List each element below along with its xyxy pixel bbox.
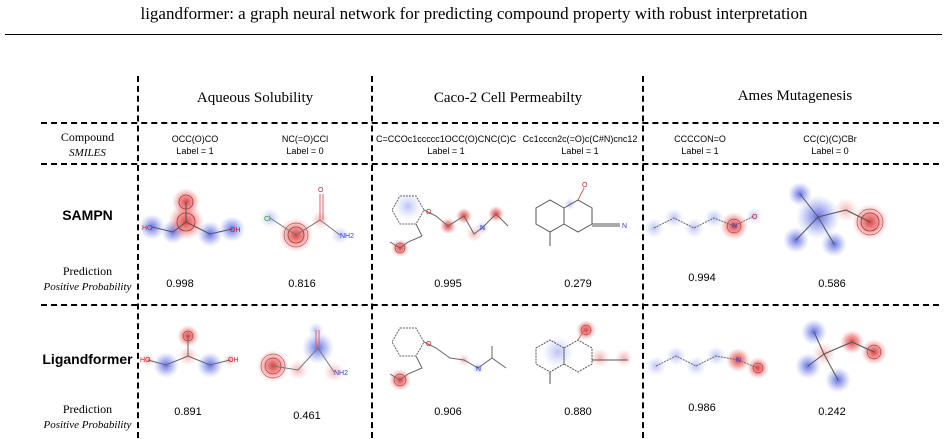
ligandformer-molecule-1-heatmap: HO OH [140,325,239,378]
column-separator-3 [642,76,644,438]
ligandformer-molecule-3-heatmap: O N [389,327,507,391]
svg-text:O: O [752,214,758,221]
column-header-ames-mutagenesis: Ames Mutagenesis [737,88,853,104]
sampn-prediction-5: 0.994 [688,272,716,284]
ligandformer-prediction-3: 0.906 [434,406,462,418]
column-header-aqueous-solubility: Aqueous Solubility [196,90,314,106]
sampn-molecule-4-heatmap: O N [535,182,627,246]
svg-text:HO: HO [142,225,153,232]
svg-text:O: O [426,209,432,216]
row-separator-1 [41,122,939,124]
sampn-prediction-1: 0.998 [166,278,194,290]
sampn-prediction-3: 0.995 [434,278,462,290]
svg-text:OH: OH [228,357,239,364]
sampn-molecule-5-heatmap: N O [644,208,762,240]
svg-text:O: O [582,182,588,189]
column-header-caco2-permeability: Caco-2 Cell Permeabilty [433,90,583,106]
ligandformer-prediction-6: 0.242 [818,406,846,418]
ligandformer-molecule-5-heatmap: N [646,346,769,379]
svg-text:N: N [480,225,485,232]
row-separator-2 [41,163,939,165]
ligandformer-prediction-2: 0.461 [293,410,321,422]
svg-text:OH: OH [230,227,241,234]
ligandformer-molecule-6-heatmap [795,319,887,393]
svg-text:Cl: Cl [264,216,271,223]
svg-text:O: O [318,187,324,194]
svg-text:NH2: NH2 [340,233,354,240]
svg-text:N: N [736,357,741,364]
svg-text:NH2: NH2 [334,370,348,377]
svg-text:N: N [476,366,481,373]
sampn-molecule-2-heatmap: Cl O NH2 [260,187,354,252]
sampn-molecule-3-heatmap: O N [389,192,509,257]
ligandformer-molecule-4-heatmap [535,320,633,384]
compound-label: Compound [60,130,115,144]
sampn-prediction-4: 0.279 [564,278,592,290]
svg-text:N: N [732,223,737,230]
column-separator-1 [137,76,139,438]
sampn-prediction-6: 0.586 [818,278,846,290]
svg-text:O: O [426,341,432,348]
ligandformer-prediction-4: 0.880 [564,406,592,418]
sampn-prediction-2: 0.816 [288,278,316,290]
paper-running-title: ligandformer: a graph neural network for… [140,4,808,23]
svg-text:N: N [622,223,627,230]
sampn-molecule-1-heatmap: HO OH [139,188,245,247]
model-label-sampn: SAMPN [62,207,113,223]
header-rule [5,34,942,35]
prediction-row-label-sampn: Prediction Positive Probability [43,264,132,293]
sampn-molecule-6-heatmap [783,182,888,257]
row-separator-3 [41,304,939,306]
svg-text:HO: HO [140,357,151,364]
prediction-row-label-ligandformer: Prediction Positive Probability [43,402,132,431]
smiles-label: SMILES [69,147,106,159]
ligandformer-prediction-1: 0.891 [174,406,202,418]
model-label-ligandformer: Ligandformer [42,351,133,367]
ligandformer-prediction-5: 0.986 [688,402,716,414]
column-separator-2 [371,76,373,438]
ligandformer-molecule-2-heatmap: NH2 [257,322,348,382]
compound-row-label: Compound SMILES [40,130,135,161]
